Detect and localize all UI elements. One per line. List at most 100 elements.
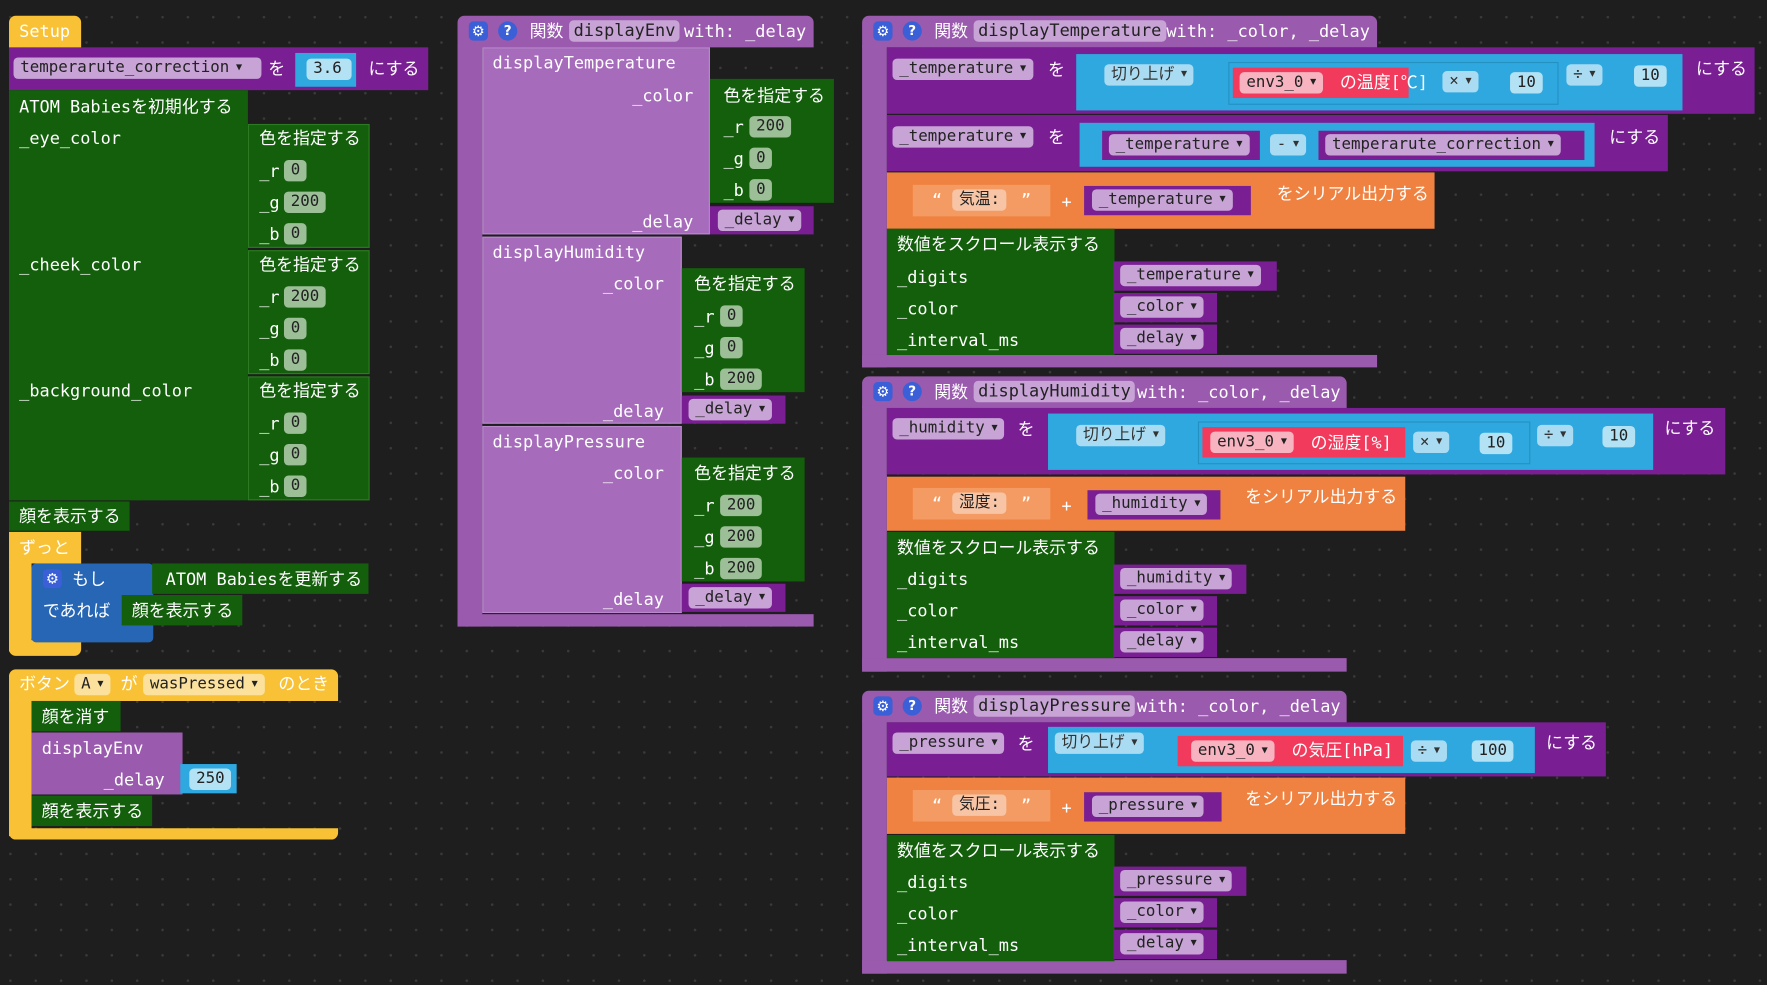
- number-field[interactable]: 100: [1471, 740, 1514, 762]
- color-block[interactable]: [709, 78, 834, 203]
- operator-dropdown[interactable]: -▼: [1270, 134, 1306, 156]
- g-field[interactable]: 200: [283, 191, 327, 213]
- r-field[interactable]: 200: [749, 116, 792, 138]
- delay-variable-dropdown[interactable]: _delay▼: [688, 398, 772, 421]
- r-field[interactable]: 200: [283, 286, 327, 308]
- number-field[interactable]: 10: [1510, 72, 1543, 94]
- r-field[interactable]: 0: [720, 305, 744, 327]
- variable-dropdown[interactable]: temperarute_correction▼: [13, 57, 262, 79]
- variable-dropdown[interactable]: _temperature▼: [892, 58, 1033, 81]
- sensor-dropdown[interactable]: env3_0▼: [1191, 740, 1275, 762]
- variable-dropdown[interactable]: _delay▼: [1120, 631, 1204, 653]
- variable-dropdown[interactable]: _humidity▼: [1120, 567, 1233, 590]
- b-field[interactable]: 0: [283, 349, 308, 371]
- variable-dropdown[interactable]: _delay▼: [1120, 933, 1204, 955]
- variable-dropdown[interactable]: _temperature▼: [1120, 264, 1261, 287]
- b-field[interactable]: 0: [749, 179, 773, 201]
- operator-dropdown[interactable]: ×▼: [1413, 431, 1450, 454]
- g-field[interactable]: 0: [749, 147, 773, 170]
- r-field[interactable]: 200: [720, 494, 763, 517]
- scroll-number-block[interactable]: [886, 531, 1115, 659]
- text-field[interactable]: 湿度:: [952, 492, 1007, 514]
- g-field[interactable]: 200: [720, 526, 763, 548]
- color-block-eye[interactable]: [247, 123, 370, 248]
- variable-dropdown[interactable]: _temperature▼: [1091, 189, 1233, 211]
- g-field[interactable]: 0: [283, 317, 308, 340]
- round-dropdown[interactable]: 切り上げ▼: [1054, 732, 1145, 754]
- event-dropdown[interactable]: wasPressed▼: [143, 673, 265, 696]
- button-label: ボタン: [19, 673, 70, 695]
- variable-dropdown[interactable]: _pressure▼: [892, 732, 1005, 754]
- variable-dropdown[interactable]: _humidity▼: [1095, 493, 1208, 515]
- button-dropdown[interactable]: A▼: [74, 673, 111, 696]
- variable-dropdown[interactable]: _delay▼: [1120, 327, 1204, 350]
- call-displayenv-block[interactable]: [31, 732, 183, 795]
- operator-dropdown[interactable]: ÷▼: [1537, 424, 1574, 447]
- variable-dropdown[interactable]: _temperature▼: [1108, 134, 1250, 156]
- call-displayhumidity[interactable]: [482, 236, 682, 424]
- b-field[interactable]: 200: [720, 368, 763, 390]
- b-field[interactable]: 0: [283, 475, 308, 497]
- number-field[interactable]: 10: [1634, 65, 1667, 87]
- show-face-block[interactable]: [121, 595, 243, 626]
- help-icon[interactable]: ?: [498, 21, 518, 41]
- text-field[interactable]: 気圧:: [952, 794, 1007, 816]
- call-displaytemperature[interactable]: [482, 47, 710, 235]
- function-name-field[interactable]: displayTemperature: [973, 20, 1166, 42]
- scroll-number-block[interactable]: [886, 228, 1115, 355]
- operator-dropdown[interactable]: ÷▼: [1566, 64, 1603, 86]
- round-dropdown[interactable]: 切り上げ▼: [1076, 424, 1166, 447]
- update-atom-babies-block[interactable]: [152, 563, 369, 594]
- delay-variable-dropdown[interactable]: _delay▼: [717, 209, 802, 232]
- gear-icon[interactable]: ⚙: [873, 21, 893, 41]
- b-field[interactable]: 200: [720, 557, 763, 580]
- function-name-field[interactable]: displayEnv: [569, 20, 680, 42]
- variable-dropdown[interactable]: _color▼: [1120, 296, 1204, 318]
- variable-dropdown[interactable]: _temperature▼: [892, 126, 1033, 148]
- operator-dropdown[interactable]: ×▼: [1442, 70, 1479, 93]
- variable-dropdown[interactable]: _humidity▼: [892, 418, 1005, 440]
- help-icon[interactable]: ?: [902, 21, 922, 41]
- gear-icon[interactable]: ⚙: [873, 382, 893, 402]
- number-field[interactable]: 10: [1602, 425, 1635, 448]
- color-block-background[interactable]: [247, 376, 370, 501]
- show-face-block[interactable]: [31, 795, 153, 827]
- show-face-block[interactable]: [9, 501, 130, 531]
- help-icon[interactable]: ?: [902, 696, 922, 716]
- scroll-number-block[interactable]: [886, 835, 1115, 962]
- g-field[interactable]: 0: [720, 336, 744, 359]
- r-field[interactable]: 0: [283, 160, 308, 182]
- delay-variable-dropdown[interactable]: _delay▼: [688, 587, 772, 609]
- help-icon[interactable]: ?: [902, 382, 922, 402]
- clear-face-block[interactable]: [31, 700, 121, 732]
- number-field[interactable]: 3.6: [306, 58, 352, 81]
- variable-dropdown[interactable]: temperarute_correction▼: [1325, 134, 1561, 156]
- sensor-dropdown[interactable]: env3_0▼: [1210, 431, 1294, 454]
- forever-block[interactable]: [9, 531, 82, 564]
- number-field[interactable]: 10: [1479, 432, 1513, 455]
- g-field[interactable]: 0: [283, 444, 308, 466]
- function-name-field[interactable]: displayHumidity: [973, 380, 1136, 403]
- text-field[interactable]: 気温:: [952, 189, 1007, 211]
- delay-value-field[interactable]: 250: [189, 768, 232, 790]
- gear-icon[interactable]: ⚙: [468, 21, 488, 41]
- variable-dropdown[interactable]: _pressure▼: [1091, 795, 1204, 818]
- variable-dropdown[interactable]: _color▼: [1120, 599, 1204, 621]
- gear-icon[interactable]: ⚙: [42, 569, 62, 589]
- init-atom-babies-block[interactable]: [9, 90, 248, 501]
- function-name-field[interactable]: displayPressure: [973, 695, 1136, 717]
- color-block-cheek[interactable]: [247, 250, 370, 375]
- r-field[interactable]: 0: [283, 412, 308, 434]
- call-displaypressure[interactable]: [482, 425, 682, 614]
- variable-dropdown[interactable]: _pressure▼: [1120, 869, 1233, 892]
- operator-dropdown[interactable]: ÷▼: [1410, 740, 1447, 762]
- color-param: _color: [602, 273, 664, 295]
- round-dropdown[interactable]: 切り上げ▼: [1104, 64, 1194, 86]
- sensor-dropdown[interactable]: env3_0▼: [1239, 72, 1323, 94]
- gear-icon[interactable]: ⚙: [873, 696, 893, 716]
- b-label: _b: [259, 350, 280, 371]
- setup-hat-block[interactable]: [9, 15, 82, 50]
- b-field[interactable]: 0: [283, 223, 308, 245]
- variable-dropdown[interactable]: _color▼: [1120, 901, 1204, 923]
